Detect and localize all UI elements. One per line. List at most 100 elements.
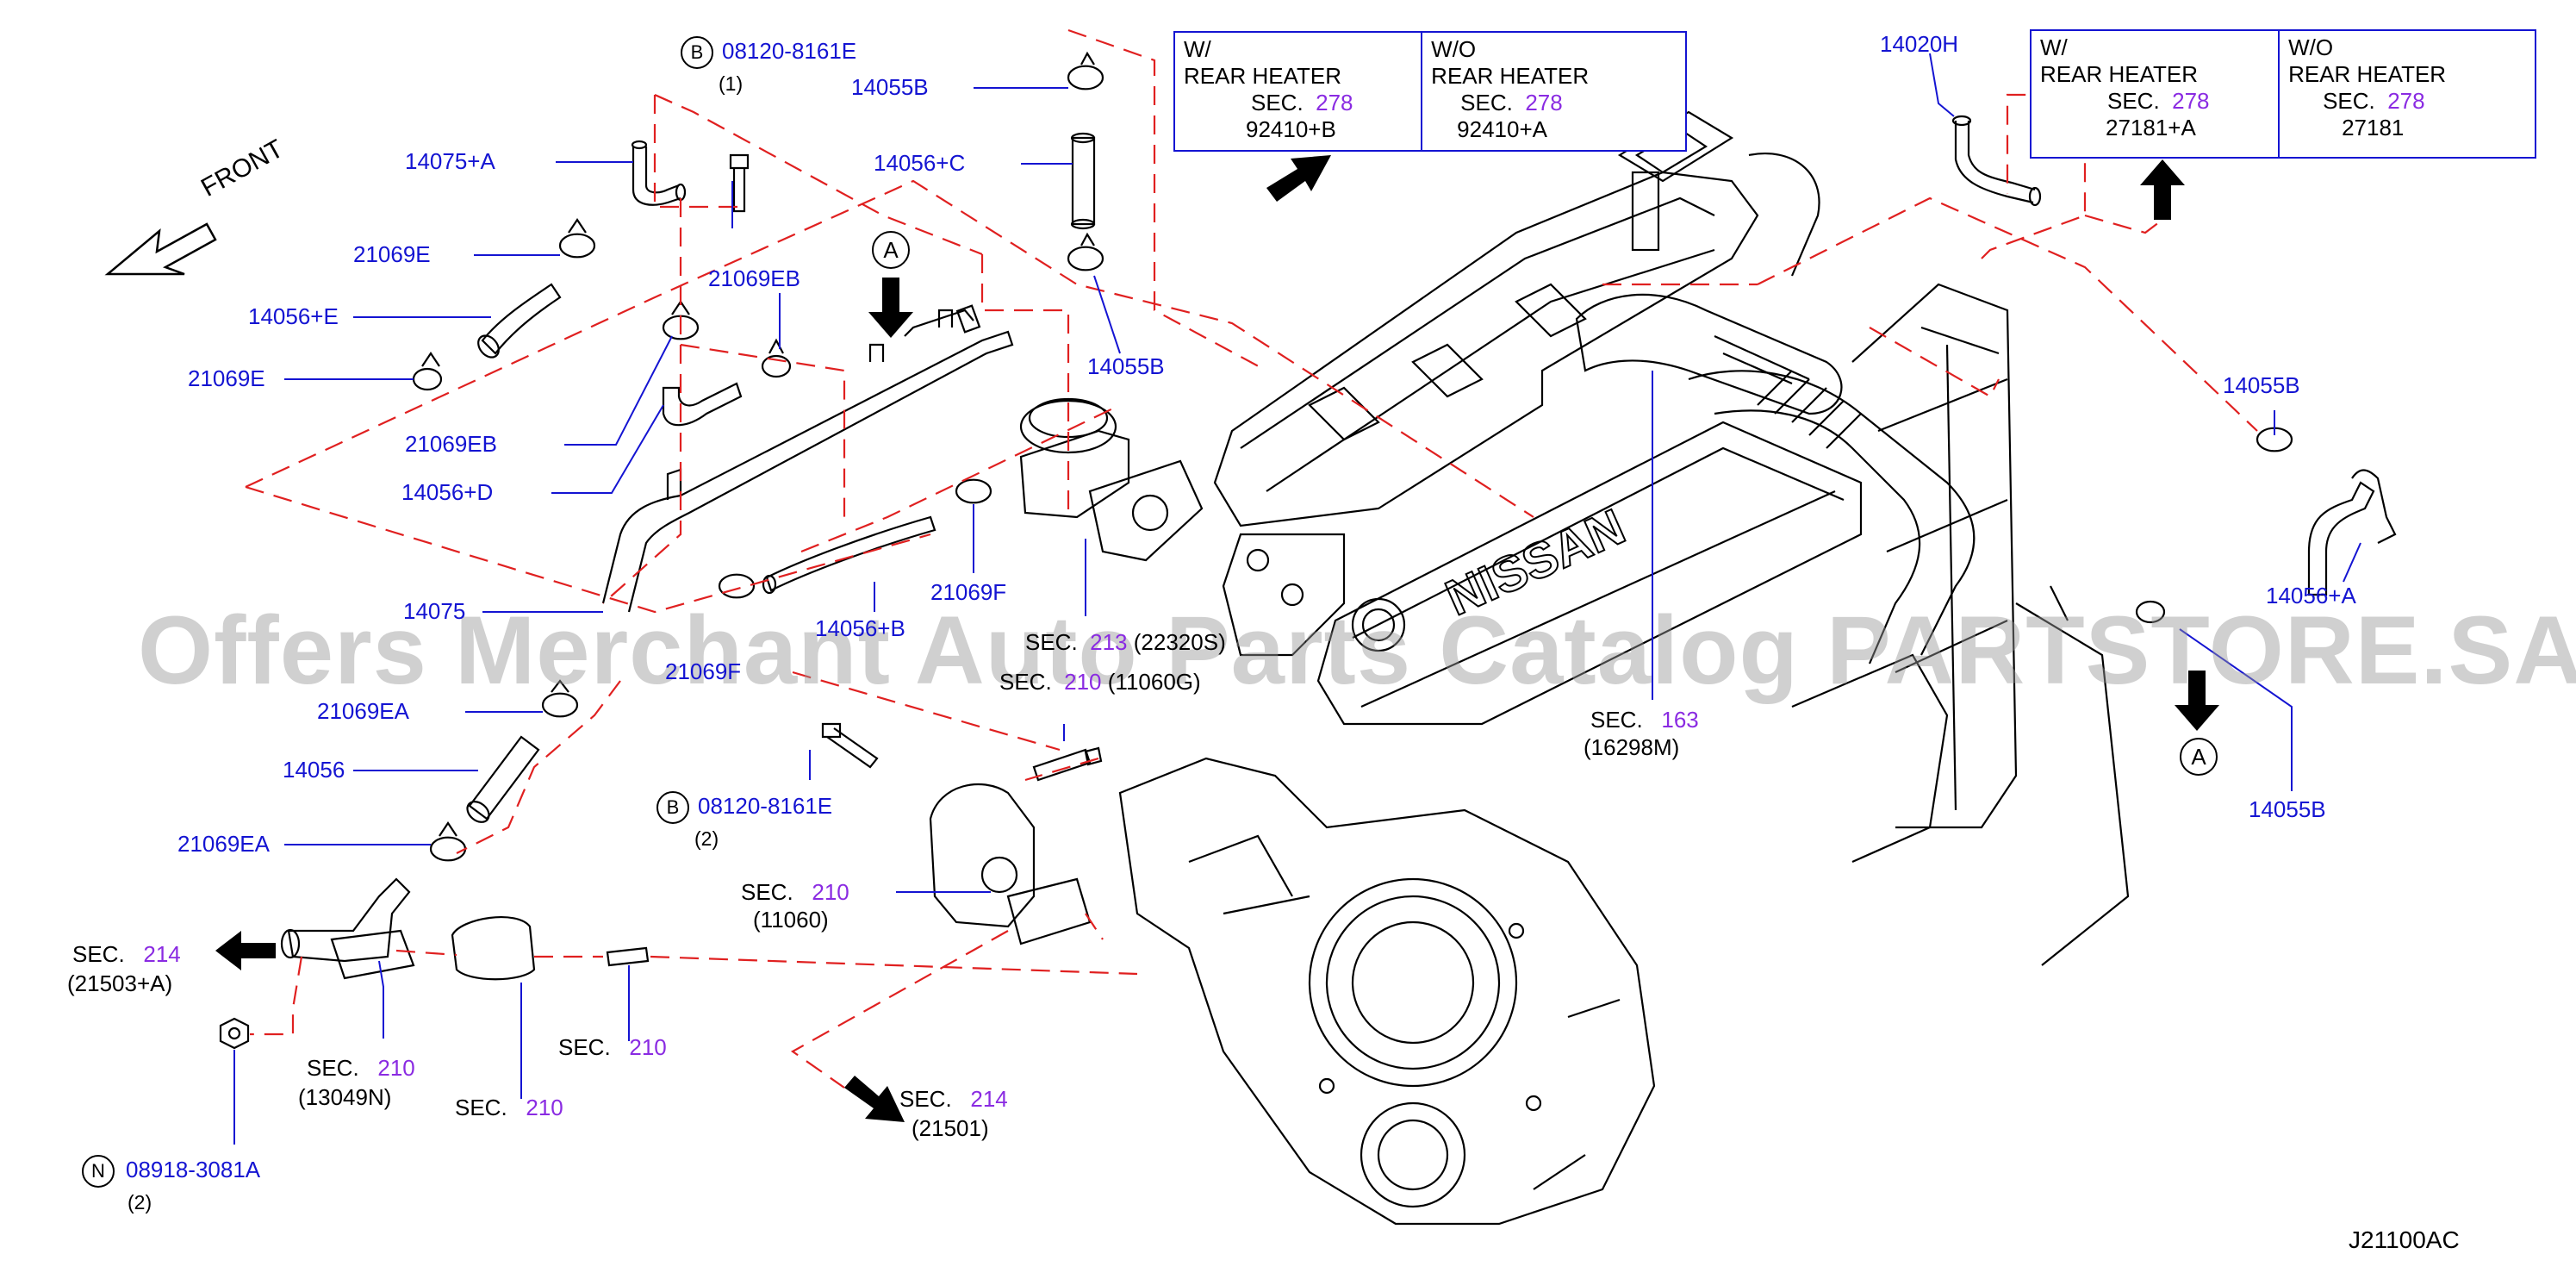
table-left-rear-heater: REAR HEATER [1184, 63, 1341, 89]
transmission-housing-outline [1118, 757, 1656, 1226]
sec-ref-210-d[interactable]: SEC. 210 [558, 1034, 667, 1060]
label-nut[interactable]: 08918-3081A [126, 1157, 261, 1182]
sec-num: 278 [1316, 90, 1353, 115]
label-14056c[interactable]: 14056+C [874, 150, 966, 176]
arrow-to-table-left [1266, 155, 1331, 202]
table-left-without-label: W/O [1431, 36, 1477, 62]
label-14055b-top[interactable]: 14055B [851, 74, 929, 100]
label-14075[interactable]: 14075 [403, 598, 466, 624]
label-21069f-partial[interactable]: 21069F [665, 658, 742, 684]
label-14075a[interactable]: 14075+A [405, 148, 495, 174]
sec-ref-214-left[interactable]: SEC. 214 [72, 941, 181, 967]
label-14056d[interactable]: 14056+D [401, 479, 494, 505]
diagram-code: J21100AC [2349, 1226, 2460, 1253]
sec-num: 278 [1525, 90, 1563, 115]
table-right-without-part[interactable]: 27181 [2342, 115, 2405, 140]
sec-ref-210-c[interactable]: SEC. 210 [307, 1055, 415, 1081]
label-21069e-bottom[interactable]: 21069E [188, 365, 265, 391]
table-rear-heater-left: W/ REAR HEATER SEC. 278 92410+B W/O REAR… [1173, 31, 1687, 152]
table-left-with-label: W/ [1184, 36, 1211, 62]
table-right-without-sec[interactable]: SEC. 278 [2288, 88, 2526, 115]
marker-b-top: B [681, 36, 713, 69]
sec-ref-163[interactable]: SEC. 163 [1590, 707, 1699, 733]
marker-a-top: A [872, 231, 910, 269]
sec-num-210-b: 210 [812, 879, 849, 905]
table-rear-heater-right: W/ REAR HEATER SEC. 278 27181+A W/O REAR… [2030, 29, 2536, 159]
label-21069e-top[interactable]: 21069E [353, 241, 431, 267]
sec-num-213: 213 [1090, 629, 1128, 655]
label-14055b-bottom[interactable]: 14055B [2249, 796, 2326, 822]
sec-num: 278 [2387, 88, 2425, 114]
sec-word: SEC. [1460, 90, 1513, 115]
table-left-without-col: W/O REAR HEATER SEC. 278 92410+A [1421, 33, 1685, 150]
sec-num-210-a: 210 [1064, 669, 1102, 695]
sec-ref-210-e[interactable]: SEC. 210 [455, 1095, 563, 1120]
sec-ref-210-b[interactable]: SEC. 210 [741, 879, 849, 905]
sec-code-213: (22320S) [1133, 629, 1226, 655]
marker-n-bottom: N [82, 1155, 115, 1188]
sec-code-214-left: (21503+A) [67, 970, 173, 996]
sec-ref-214-bottom[interactable]: SEC. 214 [899, 1086, 1008, 1112]
dashed-reference-lines [245, 28, 2258, 1089]
label-21069eb-left[interactable]: 21069EB [405, 431, 497, 457]
table-left-with-col: W/ REAR HEATER SEC. 278 92410+B [1175, 33, 1421, 150]
table-left-rear-heater-2: REAR HEATER [1431, 63, 1590, 89]
table-right-with-col: W/ REAR HEATER SEC. 278 27181+A [2032, 31, 2278, 157]
sec-word: SEC. [2323, 88, 2375, 114]
table-left-without-part[interactable]: 92410+A [1457, 116, 1547, 142]
table-right-rear-heater-2: REAR HEATER [2288, 61, 2447, 87]
label-14056b[interactable]: 14056+B [815, 615, 905, 641]
sec-num-214-left: 214 [143, 941, 181, 967]
sec-num-210-e: 210 [526, 1095, 563, 1120]
label-21069ea-top[interactable]: 21069EA [317, 698, 409, 724]
sec-ref-213[interactable]: SEC. 213 (22320S) [1025, 629, 1226, 655]
sec-word: SEC. [558, 1034, 611, 1060]
label-14020h[interactable]: 14020H [1880, 31, 1959, 57]
label-21069f[interactable]: 21069F [930, 579, 1007, 605]
sec-word: SEC. [899, 1086, 952, 1112]
sec-word: SEC. [1025, 629, 1078, 655]
sec-num: 278 [2172, 88, 2210, 114]
sec-code-210-b: (11060) [753, 907, 829, 933]
table-left-without-sec[interactable]: SEC. 278 [1431, 90, 1677, 116]
label-bolt-top[interactable]: 08120-8161E [722, 38, 857, 64]
table-right-with-label: W/ [2040, 34, 2068, 60]
label-14055b-mid[interactable]: 14055B [1087, 353, 1165, 379]
sec-word: SEC. [741, 879, 793, 905]
sec-code-214-bottom: (21501) [912, 1115, 989, 1141]
label-bolt-bottom-qty: (2) [694, 827, 719, 850]
label-14056[interactable]: 14056 [283, 757, 345, 783]
sec-num-163: 163 [1661, 707, 1699, 733]
table-left-with-sec[interactable]: SEC. 278 [1184, 90, 1412, 116]
label-14056a[interactable]: 14056+A [2266, 583, 2356, 608]
watermark: Offers Merchant Auto Parts Catalog PARTS… [138, 596, 2576, 704]
table-right-with-sec[interactable]: SEC. 278 [2040, 88, 2269, 115]
front-arrow-icon [104, 222, 217, 276]
sec-word: SEC. [455, 1095, 507, 1120]
label-bolt-bottom[interactable]: 08120-8161E [698, 793, 833, 819]
arrow-left-sec214 [215, 931, 276, 970]
direction-arrows [215, 155, 2219, 1122]
sec-word: SEC. [2107, 88, 2160, 114]
arrow-down-right-sec214 [844, 1076, 905, 1122]
label-21069eb-right[interactable]: 21069EB [708, 265, 800, 291]
label-14055b-right[interactable]: 14055B [2223, 372, 2300, 398]
label-bolt-top-qty: (1) [719, 72, 744, 95]
sec-ref-210-a[interactable]: SEC. 210 (11060G) [999, 669, 1201, 695]
label-14056e[interactable]: 14056+E [248, 303, 339, 329]
marker-b-bottom: B [656, 791, 689, 824]
table-right-without-label: W/O [2288, 34, 2334, 60]
sec-word: SEC. [307, 1055, 359, 1081]
sec-num-210-d: 210 [629, 1034, 667, 1060]
leader-lines [233, 53, 2361, 1145]
table-right-without-col: W/O REAR HEATER SEC. 278 27181 [2278, 31, 2535, 157]
table-right-with-part[interactable]: 27181+A [2106, 115, 2196, 140]
sec-word: SEC. [1590, 707, 1643, 733]
sec-word: SEC. [1251, 90, 1304, 115]
table-left-with-part[interactable]: 92410+B [1246, 116, 1336, 142]
engine-block-outline [1213, 110, 2130, 966]
label-21069ea-bottom[interactable]: 21069EA [177, 831, 270, 857]
arrow-down-a-right [2175, 671, 2219, 731]
